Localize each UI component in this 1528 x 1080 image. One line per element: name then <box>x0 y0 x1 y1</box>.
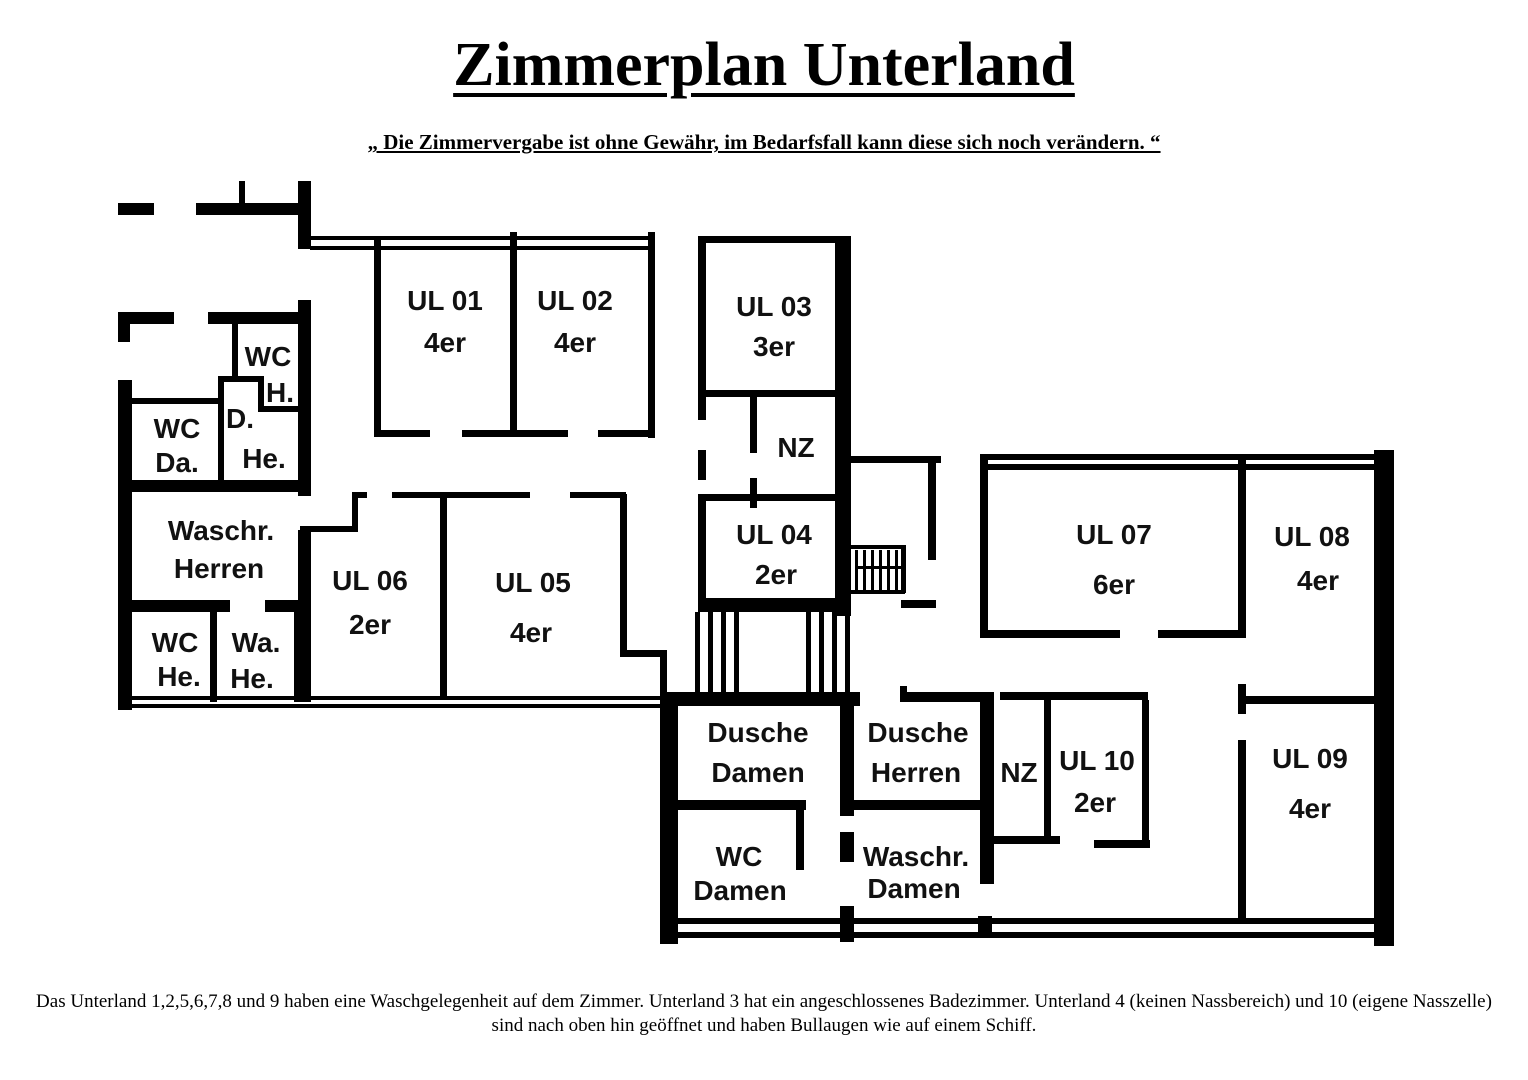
room-ul06-name: UL 06 <box>332 565 408 596</box>
room-ul07-name: UL 07 <box>1076 519 1152 550</box>
dusche-damen-label-2: Damen <box>711 757 804 788</box>
room-ul05-beds: 4er <box>510 617 552 648</box>
nz-lower-label: NZ <box>1000 757 1037 788</box>
wc-da-label-1: WC <box>154 413 201 444</box>
wa-he-label-2: He. <box>230 663 274 694</box>
wc-h-label-1: WC <box>245 341 292 372</box>
wc-da-label-2: Da. <box>155 447 199 478</box>
room-ul02-beds: 4er <box>554 327 596 358</box>
waschr-damen-label-1: Waschr. <box>863 841 969 872</box>
waschr-herren-label-2: Herren <box>174 553 264 584</box>
d-he-label-1: D. <box>226 403 254 434</box>
footer-note: Das Unterland 1,2,5,6,7,8 und 9 haben ei… <box>36 991 1492 1036</box>
wc-he-label-1: WC <box>152 627 199 658</box>
room-ul10-name: UL 10 <box>1059 745 1135 776</box>
d-he-label-2: He. <box>242 443 286 474</box>
room-ul06-beds: 2er <box>349 609 391 640</box>
waschr-damen-label-2: Damen <box>867 873 960 904</box>
disclaimer: „ Die Zimmervergabe ist ohne Gewähr, im … <box>367 130 1161 154</box>
room-ul02-name: UL 02 <box>537 285 613 316</box>
room-ul07-beds: 6er <box>1093 569 1135 600</box>
room-ul03-name: UL 03 <box>736 291 812 322</box>
wc-h-label-2: H. <box>266 377 294 408</box>
wc-damen-label-2: Damen <box>693 875 786 906</box>
wc-damen-label-1: WC <box>716 841 763 872</box>
dusche-herren-label-2: Herren <box>871 757 961 788</box>
walls <box>118 181 1394 946</box>
wa-he-label-1: Wa. <box>232 627 281 658</box>
room-ul08-name: UL 08 <box>1274 521 1350 552</box>
room-ul01-beds: 4er <box>424 327 466 358</box>
waschr-herren-label-1: Waschr. <box>168 515 274 546</box>
nz-upper-label: NZ <box>777 432 814 463</box>
room-ul09-beds: 4er <box>1289 793 1331 824</box>
room-ul09-name: UL 09 <box>1272 743 1348 774</box>
room-ul05-name: UL 05 <box>495 567 571 598</box>
room-ul01-name: UL 01 <box>407 285 483 316</box>
room-ul08-beds: 4er <box>1297 565 1339 596</box>
page-title: Zimmerplan Unterland <box>453 31 1075 99</box>
wc-he-label-2: He. <box>157 661 201 692</box>
dusche-damen-label-1: Dusche <box>707 717 808 748</box>
dusche-herren-label-1: Dusche <box>867 717 968 748</box>
room-ul04-name: UL 04 <box>736 519 812 550</box>
room-ul03-beds: 3er <box>753 331 795 362</box>
room-ul10-beds: 2er <box>1074 787 1116 818</box>
room-ul04-beds: 2er <box>755 559 797 590</box>
